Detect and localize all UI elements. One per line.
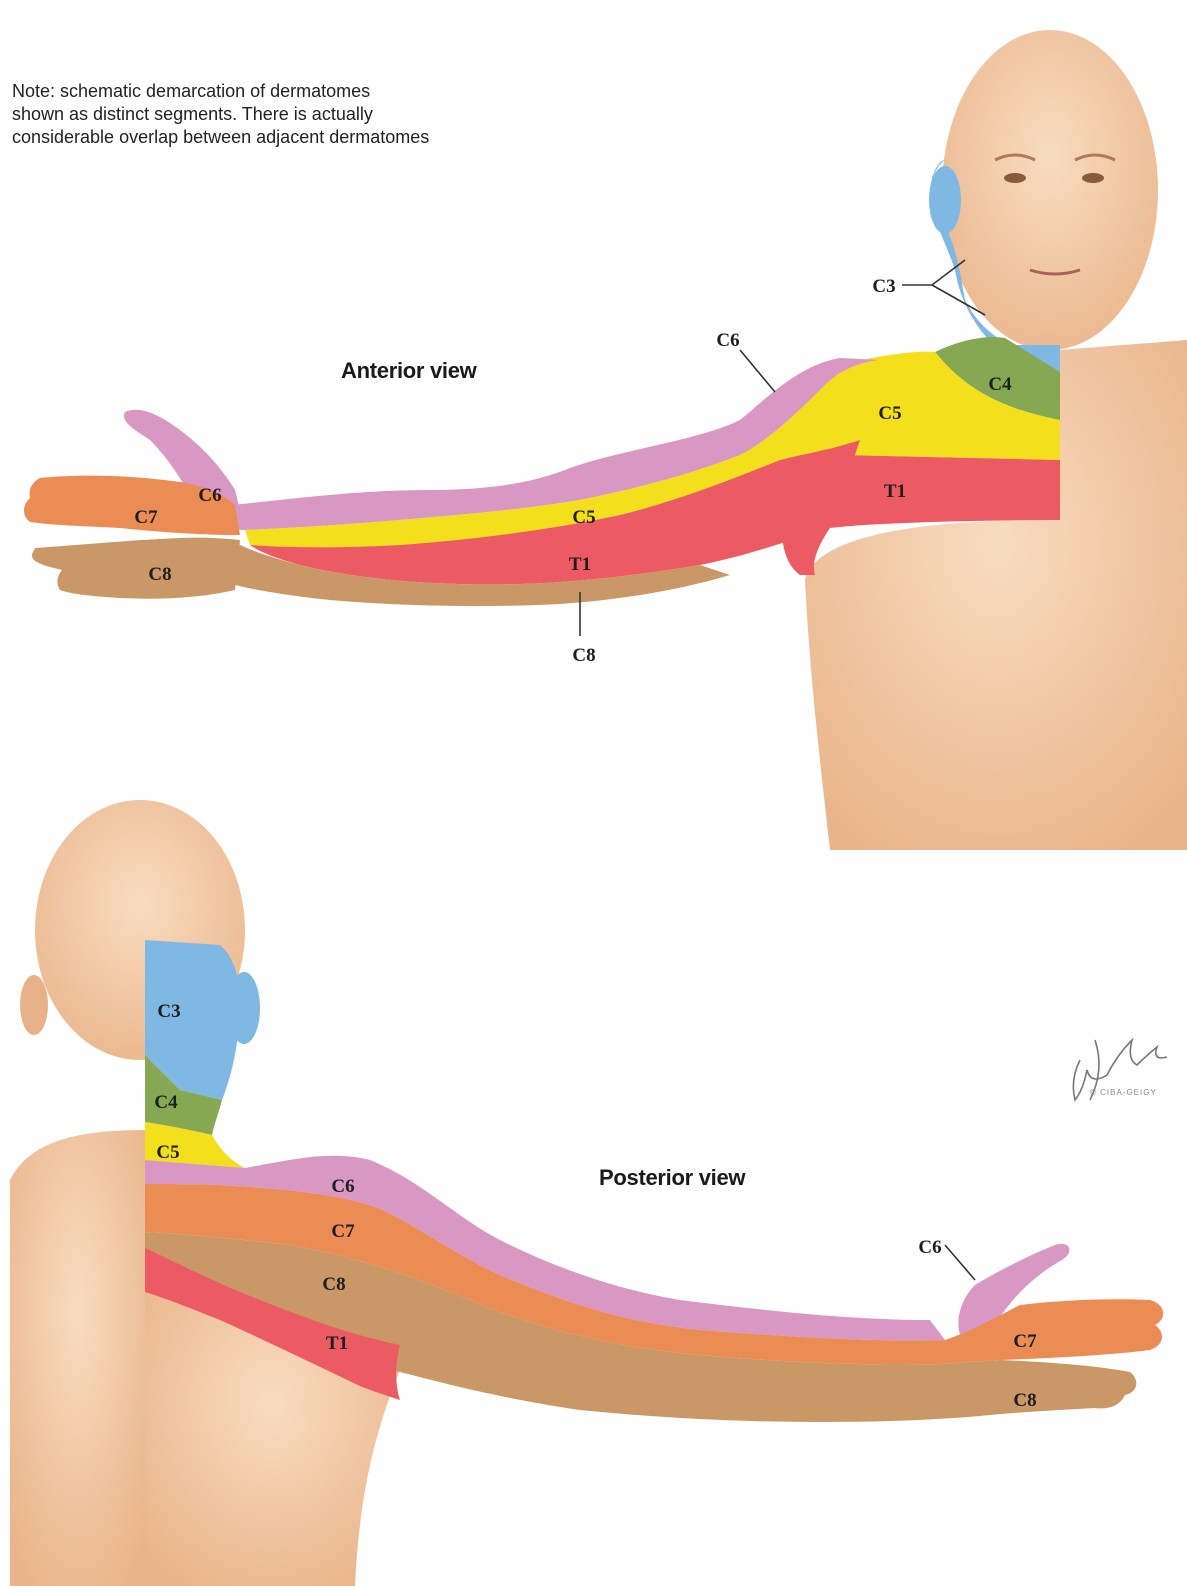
c6-posterior-leader	[945, 1245, 975, 1280]
posterior-label-c3: C3	[157, 1001, 180, 1023]
posterior-label-c7-hand: C7	[1013, 1331, 1036, 1353]
anterior-label-c7-hand: C7	[134, 507, 157, 529]
posterior-label-c6-hand: C6	[918, 1237, 941, 1259]
anterior-label-c4: C4	[988, 374, 1011, 396]
anterior-view-title: Anterior view	[341, 358, 476, 384]
anterior-eye-left	[1004, 173, 1026, 183]
c6-anterior-leader	[740, 350, 775, 392]
anterior-label-t1-shoulder: T1	[884, 481, 906, 503]
posterior-ear-right	[228, 972, 260, 1044]
posterior-back	[10, 1130, 145, 1586]
anterior-ear	[929, 166, 961, 234]
posterior-label-c8-hand: C8	[1013, 1390, 1036, 1412]
anterior-eye-right	[1082, 173, 1104, 183]
anterior-figure	[24, 30, 1187, 850]
anterior-label-c5-forearm: C5	[572, 507, 595, 529]
anterior-label-c6-top: C6	[716, 330, 739, 352]
signature-caption: © CIBA-GEIGY	[1090, 1088, 1157, 1097]
posterior-label-c7-arm: C7	[331, 1221, 354, 1243]
posterior-view-title: Posterior view	[599, 1165, 745, 1191]
posterior-label-c5: C5	[156, 1142, 179, 1164]
anterior-label-c8-hand: C8	[148, 564, 171, 586]
anterior-head	[942, 30, 1158, 350]
posterior-label-t1-arm: T1	[326, 1333, 348, 1355]
anterior-label-c8-bottom: C8	[572, 645, 595, 667]
anterior-c8-hand	[32, 538, 240, 599]
posterior-figure	[10, 800, 1163, 1586]
anterior-label-c3: C3	[872, 276, 895, 298]
posterior-label-c6-arm: C6	[331, 1176, 354, 1198]
posterior-label-c4: C4	[154, 1092, 177, 1114]
posterior-label-c8-arm: C8	[322, 1274, 345, 1296]
anterior-label-c5-shoulder: C5	[878, 403, 901, 425]
posterior-ear-left	[20, 975, 48, 1035]
anterior-label-c6-hand: C6	[198, 485, 221, 507]
anterior-label-t1-forearm: T1	[569, 554, 591, 576]
